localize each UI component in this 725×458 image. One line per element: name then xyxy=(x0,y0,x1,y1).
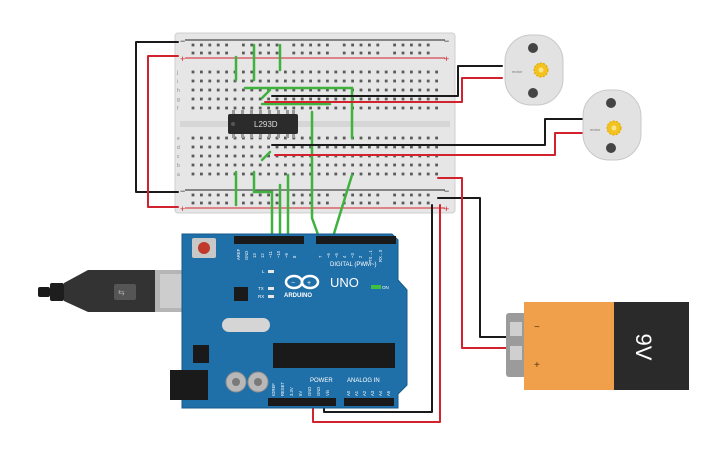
row-letter: b xyxy=(177,163,180,169)
pin-5v: 5V xyxy=(298,391,303,396)
pin-2: 2 xyxy=(358,255,363,258)
row-letter: i xyxy=(177,79,178,85)
chip-label: L293D xyxy=(254,120,278,129)
pin-13: 13 xyxy=(252,253,257,258)
pin-12: 12 xyxy=(260,253,265,258)
rail-plus-label: + xyxy=(180,204,185,214)
battery-label: 9V xyxy=(631,334,656,361)
pin-3v3: 3.3V xyxy=(289,387,294,396)
pin-3: ~3 xyxy=(350,253,355,258)
pin-a4: A4 xyxy=(378,390,383,396)
pin-ioref: IOREF xyxy=(271,383,276,396)
rail-plus-label: + xyxy=(444,54,449,64)
breadboard-holes xyxy=(191,43,438,205)
arduino-model: UNO xyxy=(330,275,359,290)
battery-minus: − xyxy=(534,322,540,333)
battery-plus: + xyxy=(534,360,540,371)
pin-a5: A5 xyxy=(386,390,391,396)
arduino-brand: ARDUINO xyxy=(284,293,312,299)
row-letter: g xyxy=(177,97,180,103)
dc-motor-2[interactable]: motor xyxy=(582,89,642,161)
led-rx-label: RX xyxy=(258,294,264,299)
pin-7: 7 xyxy=(318,255,323,258)
pin-a0: A0 xyxy=(346,390,351,396)
dc-motor-1[interactable]: motor xyxy=(504,34,564,106)
svg-text:−: − xyxy=(291,280,295,287)
breadboard[interactable]: − + − + − + − + j i h g f e d c b a xyxy=(174,32,456,214)
pin-9: ~9 xyxy=(284,253,289,258)
row-letter: a xyxy=(177,172,180,178)
row-letter: h xyxy=(177,88,180,94)
pin-aref: AREF xyxy=(236,248,241,260)
motor-label: motor xyxy=(590,127,601,132)
pin-10: ~10 xyxy=(276,250,281,258)
pin-a2: A2 xyxy=(362,390,367,396)
pin-4: 4 xyxy=(342,255,347,258)
row-letter: f xyxy=(177,106,179,112)
pin-a1: A1 xyxy=(354,390,359,396)
pin-gnd: GND xyxy=(244,251,249,260)
pin-11: ~11 xyxy=(268,251,273,258)
arduino-logo: − + xyxy=(284,274,320,290)
pin-a3: A3 xyxy=(370,390,375,396)
arduino-uno[interactable]: AREF GND 13 12 ~11 ~10 ~9 8 7 ~6 ~5 4 ~3… xyxy=(170,233,408,409)
battery-9v[interactable]: − + 9V xyxy=(506,302,689,390)
digital-label: DIGITAL (PWM~) xyxy=(330,262,377,268)
pin-vin: Vin xyxy=(325,389,330,396)
rail-plus-label: + xyxy=(444,204,449,214)
led-l-label: L xyxy=(262,269,265,274)
svg-text:+: + xyxy=(307,280,311,287)
green-wires[interactable] xyxy=(234,43,354,242)
row-letter: e xyxy=(177,136,180,142)
pin-tx: TX→1 xyxy=(368,249,373,262)
usb-icon: ⇆ xyxy=(118,288,125,297)
pin-8: 8 xyxy=(292,255,297,258)
row-letter: d xyxy=(177,145,180,151)
pin-6: ~6 xyxy=(326,253,331,258)
rail-minus-label: − xyxy=(180,186,185,196)
row-letter: c xyxy=(177,154,180,160)
l293d-chip[interactable]: L293D xyxy=(228,110,298,138)
pin-5: ~5 xyxy=(334,253,339,258)
pin-reset: RESET xyxy=(280,382,285,396)
power-label: POWER xyxy=(310,378,333,384)
atmega-chip xyxy=(273,343,395,368)
pin-gnd: GND xyxy=(307,387,312,396)
rail-minus-label: − xyxy=(180,36,185,46)
motor-label: motor xyxy=(512,69,523,74)
pin-gnd: GND xyxy=(316,387,321,396)
led-tx-label: TX xyxy=(258,286,264,291)
rail-minus-label: − xyxy=(444,36,449,46)
power-jack[interactable] xyxy=(170,370,208,400)
rail-plus-label: + xyxy=(180,54,185,64)
rail-minus-label: − xyxy=(444,186,449,196)
analog-label: ANALOG IN xyxy=(347,378,380,384)
row-letter: j xyxy=(176,70,178,76)
pin-rx: RX←0 xyxy=(378,249,383,262)
led-on-label: ON xyxy=(382,285,389,290)
